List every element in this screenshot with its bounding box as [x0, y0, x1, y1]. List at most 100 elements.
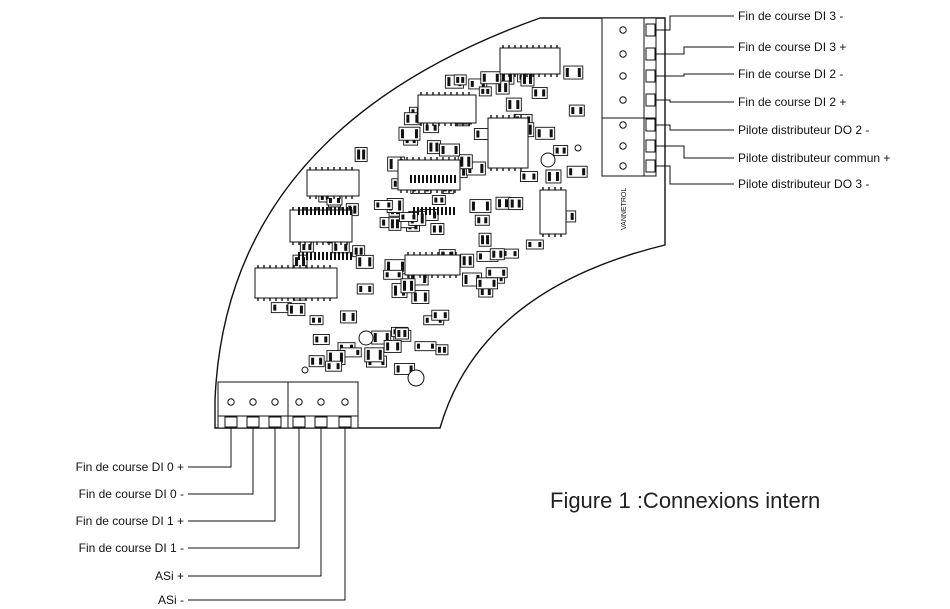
pad [542, 89, 546, 97]
round-component [574, 144, 582, 152]
smd-component [309, 315, 324, 326]
terminal-pin [645, 23, 656, 37]
smd-component [469, 199, 492, 214]
pad [480, 163, 484, 173]
pad [488, 269, 492, 276]
pad [504, 83, 508, 93]
pad [397, 329, 401, 337]
pad [425, 124, 429, 131]
pad [385, 333, 389, 343]
header-pin [302, 207, 304, 215]
pad [390, 219, 394, 229]
terminal-hole [619, 121, 627, 129]
pad [413, 292, 417, 302]
pad [425, 317, 429, 323]
smd-component [474, 214, 490, 226]
header-pin [342, 252, 344, 260]
pad [401, 261, 405, 272]
pad [358, 257, 362, 267]
ic-chip [397, 159, 461, 191]
label-do2-minus: Pilote distributeur DO 2 - [738, 123, 870, 137]
pad [517, 199, 521, 208]
header-pin [433, 207, 435, 215]
smd-component [435, 344, 449, 356]
pad [342, 312, 346, 321]
pad [513, 251, 517, 257]
pad [295, 257, 299, 267]
pad [403, 280, 407, 291]
pad [569, 168, 573, 176]
pad [373, 333, 377, 343]
round-component [358, 330, 374, 346]
label-di3-minus: Fin de course DI 3 - [738, 9, 844, 23]
label-di0-minus: Fin de course DI 0 - [78, 487, 184, 501]
pad [336, 197, 340, 203]
pad [442, 346, 446, 353]
header-pin [418, 175, 420, 183]
label-do3-minus: Pilote distributeur DO 3 - [738, 177, 870, 191]
header-pin [454, 175, 456, 183]
pad [416, 343, 420, 349]
smd-component [431, 309, 450, 321]
wire-right [655, 15, 734, 31]
pad [482, 73, 486, 82]
wire-bottom [188, 427, 322, 577]
pad [410, 280, 414, 291]
terminal-hole [227, 398, 235, 406]
header-pin [442, 175, 444, 183]
terminal-pin [268, 416, 282, 428]
pad [434, 197, 438, 203]
pad [368, 285, 372, 292]
pad [336, 363, 340, 370]
header-pin [346, 207, 348, 215]
pad [486, 88, 490, 94]
label-di0-plus: Fin de course DI 0 + [75, 460, 184, 474]
pad [467, 156, 471, 167]
header-pin [413, 207, 415, 215]
terminal-pin [314, 416, 328, 428]
pad [308, 244, 312, 251]
terminal-pin [645, 69, 656, 83]
header-pin [449, 207, 451, 215]
wire-group [188, 15, 734, 601]
pad [477, 217, 481, 224]
pad [386, 342, 390, 351]
wire-right [655, 145, 734, 159]
pad [396, 342, 400, 351]
pad [481, 235, 485, 245]
pad [510, 199, 514, 208]
pad [504, 199, 508, 208]
terminal-hole [619, 96, 627, 104]
smd-component [553, 145, 569, 157]
pad [532, 173, 536, 180]
pad [318, 317, 322, 323]
terminal-hole [271, 398, 279, 406]
terminal-pin [224, 416, 238, 428]
pad [414, 129, 418, 139]
pad [423, 272, 427, 283]
header-pin [306, 252, 308, 260]
pad [582, 168, 586, 176]
wire-bottom [188, 427, 254, 495]
pad [435, 142, 439, 152]
pad [501, 73, 505, 83]
pad [495, 73, 499, 82]
terminal-hole [341, 398, 349, 406]
round-component [540, 152, 556, 168]
pad [389, 159, 393, 170]
header-pin [430, 175, 432, 183]
pad [484, 217, 488, 224]
wire-right [655, 165, 734, 185]
smd-component [426, 140, 441, 155]
pad [555, 147, 559, 154]
pad [537, 129, 541, 138]
smd-component [430, 223, 445, 235]
smd-component [312, 333, 330, 345]
terminal-hole [619, 142, 627, 150]
terminal-pin [338, 416, 352, 428]
pad [570, 212, 574, 220]
wire-right [655, 99, 734, 103]
pad [502, 269, 506, 276]
